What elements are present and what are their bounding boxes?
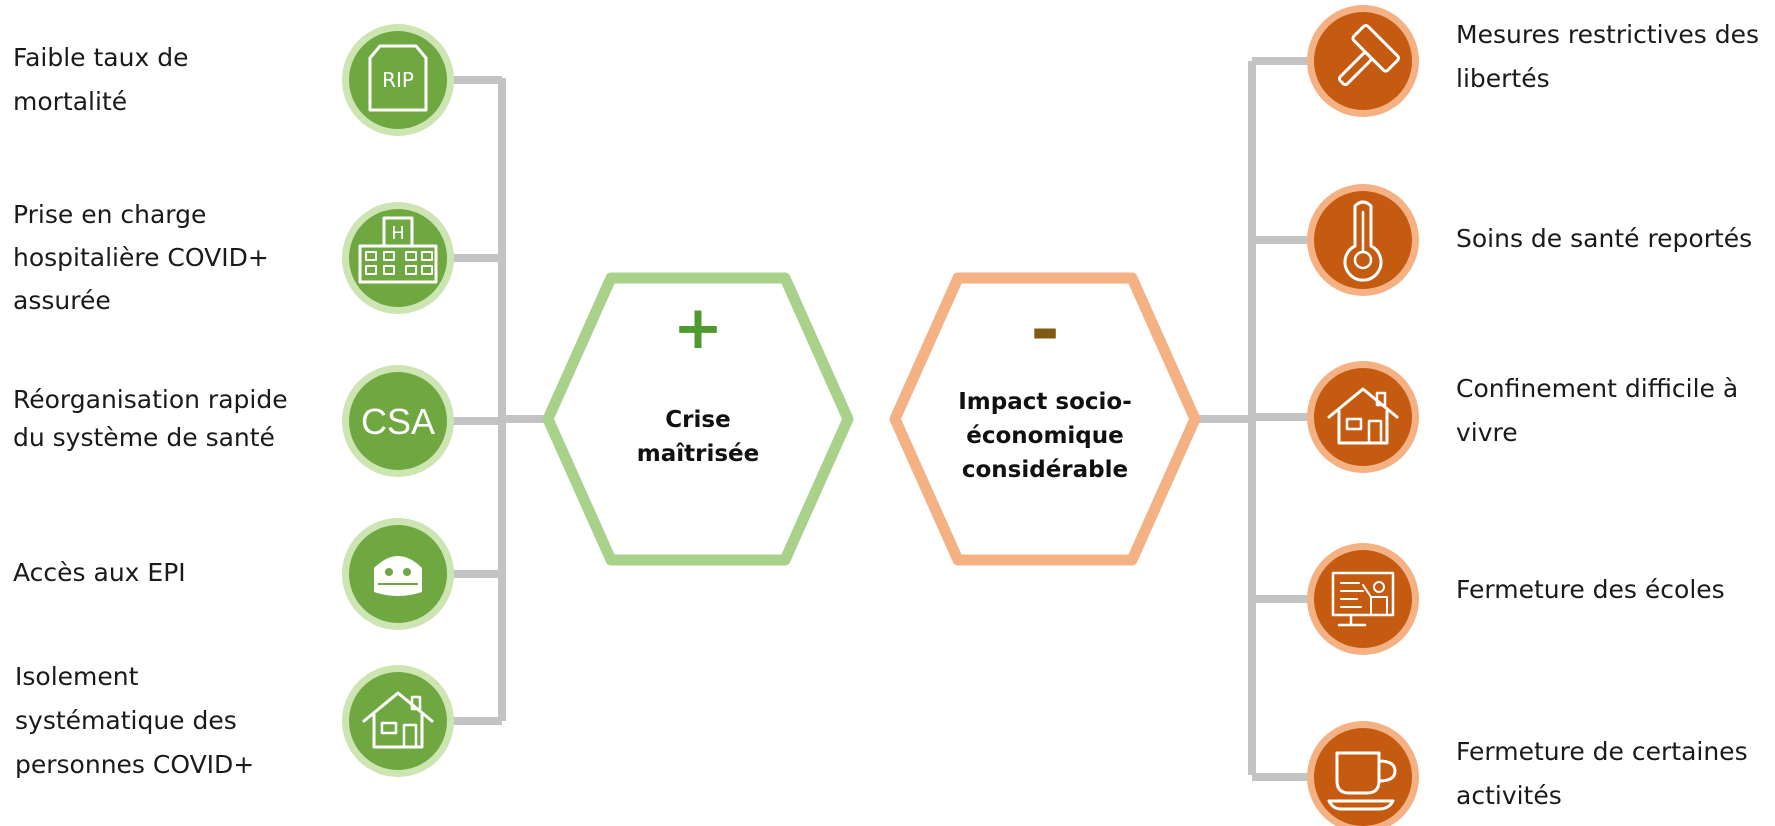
house-window	[1345, 417, 1363, 431]
house-door	[402, 723, 418, 749]
hospital-window	[405, 265, 417, 275]
positive-item-label: Réorganisation rapide du système de sant…	[13, 381, 288, 457]
positive-title-line: Crise	[665, 407, 731, 433]
house-icon	[1307, 361, 1419, 473]
negative-title-line: considérable	[961, 457, 1129, 483]
house-roof	[1327, 387, 1399, 419]
house-window	[380, 721, 398, 735]
gavel-shape	[1337, 23, 1401, 87]
label-line: du système de santé	[13, 423, 275, 452]
positive-item-label: Faible taux de mortalité	[13, 36, 188, 124]
icon-disc	[1314, 12, 1412, 110]
gavel-icon	[1307, 5, 1419, 117]
tombstone-outline	[368, 44, 428, 112]
positive-hexagon	[542, 272, 854, 566]
label-line: activités	[1456, 781, 1562, 810]
label-line: Réorganisation rapide	[13, 385, 288, 414]
label-line: Accès aux EPI	[13, 558, 186, 587]
house-roof	[362, 691, 434, 723]
hexagons	[542, 272, 1201, 566]
house-chimney	[410, 695, 422, 711]
coffee-cup-icon	[1307, 721, 1419, 826]
house-walls	[1337, 409, 1389, 445]
label-line: vivre	[1456, 418, 1518, 447]
label-line: Fermeture de certaines	[1456, 737, 1748, 766]
positive-item-label: Isolement systématique des personnes COV…	[15, 655, 254, 787]
hospital-window	[405, 251, 417, 261]
tombstone-text: RIP	[382, 68, 414, 92]
hospital-window	[421, 265, 433, 275]
label-line: systématique des	[15, 706, 237, 735]
label-line: Soins de santé reportés	[1456, 224, 1753, 253]
gavel-handle	[1337, 51, 1373, 87]
icon-disc	[1314, 728, 1412, 826]
mask-eye	[385, 568, 393, 576]
hospital-window	[421, 251, 433, 261]
negative-item-label: Mesures restrictives des libertés	[1456, 13, 1759, 101]
hospital-sign-text: H	[391, 223, 405, 244]
label-line: assurée	[13, 286, 111, 315]
house-door	[1367, 419, 1383, 445]
negative-hex-title: Impact socio- économique considérable	[935, 385, 1155, 487]
positive-hex-title: Crise maîtrisée	[598, 403, 798, 471]
csa-text: CSA	[361, 401, 435, 442]
cup-body	[1335, 751, 1381, 795]
hospital-icon: H	[342, 202, 454, 314]
teacher-body	[1362, 584, 1388, 614]
teacher-head	[1373, 581, 1385, 593]
negative-title-line: Impact socio-	[958, 389, 1132, 415]
csa-badge-icon: CSA	[342, 365, 454, 477]
negative-item-label: Confinement difficile à vivre	[1456, 367, 1738, 455]
tombstone-icon: RIP	[342, 24, 454, 136]
thermometer-icon	[1307, 184, 1419, 296]
negative-item-label: Fermeture de certaines activités	[1456, 730, 1748, 818]
label-line: Prise en charge	[13, 200, 207, 229]
hospital-window	[383, 251, 395, 261]
icon-disc	[1314, 550, 1412, 648]
positive-item-label: Prise en charge hospitalière COVID+ assu…	[13, 193, 269, 322]
negative-item-label: Soins de santé reportés	[1456, 217, 1752, 261]
label-line: Faible taux de	[13, 43, 189, 72]
negative-title-line: économique	[966, 423, 1124, 449]
house-chimney	[1375, 391, 1387, 407]
cup-handle	[1377, 759, 1397, 783]
positive-title-line: maîtrisée	[636, 441, 760, 467]
mask-shape	[374, 556, 422, 596]
negative-item-label: Fermeture des écoles	[1456, 568, 1725, 612]
label-line: hospitalière COVID+	[13, 243, 269, 272]
hospital-window	[383, 265, 395, 275]
house-walls	[372, 713, 424, 749]
label-line: Confinement difficile à	[1456, 374, 1739, 403]
negative-sign: -	[1030, 289, 1060, 371]
house-icon	[342, 665, 454, 777]
cup-saucer	[1327, 799, 1395, 811]
positive-item-label: Accès aux EPI	[13, 551, 186, 595]
label-line: Fermeture des écoles	[1456, 575, 1725, 604]
label-line: Mesures restrictives des	[1456, 20, 1759, 49]
mask-eye	[403, 568, 411, 576]
face-mask-icon	[342, 518, 454, 630]
positive-sign: +	[672, 293, 724, 363]
label-line: mortalité	[13, 87, 128, 116]
hospital-sign	[382, 216, 414, 248]
thermometer-outline	[1343, 200, 1383, 282]
classroom-screen-icon	[1307, 543, 1419, 655]
hospital-window	[365, 251, 377, 261]
screen-frame	[1331, 571, 1395, 617]
label-line: personnes COVID+	[15, 750, 255, 779]
label-line: Isolement	[15, 662, 139, 691]
label-line: libertés	[1456, 64, 1550, 93]
icon-disc	[349, 372, 447, 470]
negative-hexagon	[889, 272, 1201, 566]
hospital-window	[365, 265, 377, 275]
icons: RIP H CSA	[342, 5, 1419, 826]
